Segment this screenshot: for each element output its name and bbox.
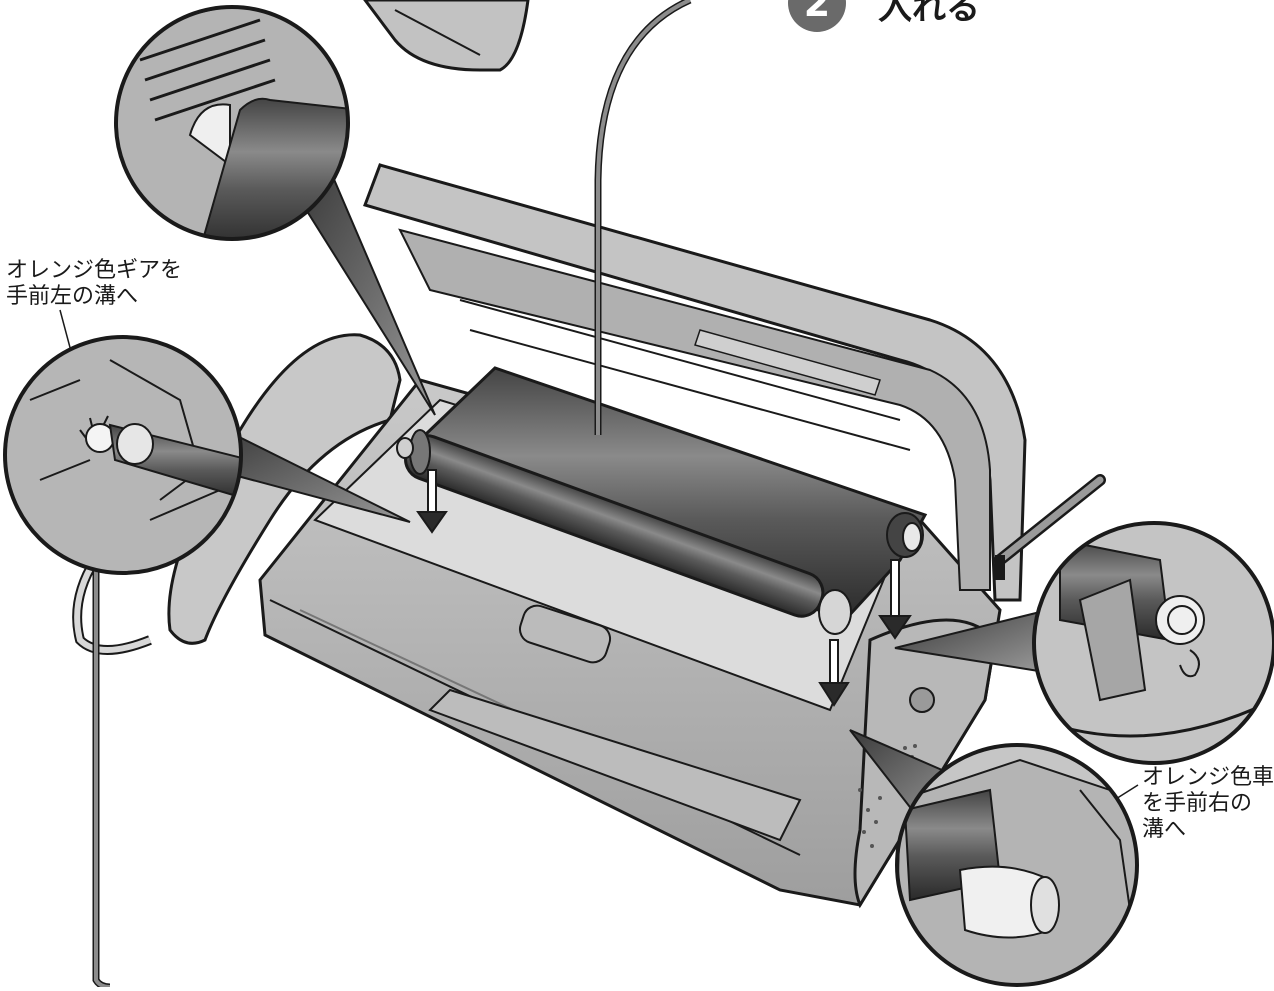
callout-right-line3: 溝へ	[1142, 817, 1187, 842]
arrow-right-down-icon	[878, 559, 912, 640]
zoom-detail-right	[1032, 521, 1274, 765]
ink-film-roll	[396, 366, 928, 635]
arrow-left-down-icon	[416, 469, 448, 534]
zoom-detail-left-gear	[3, 335, 243, 575]
arrow-right-front-down-icon	[818, 639, 850, 707]
callout-left-gear: オレンジ色ギアを 手前左の溝へ	[6, 258, 182, 310]
open-lid	[363, 163, 1027, 602]
callout-right-gear: オレンジ色車 を手前右の 溝へ	[1142, 765, 1274, 843]
insert-arrows	[416, 469, 912, 707]
callout-left-line2: 手前左の溝へ	[6, 284, 139, 309]
previous-step-fragment	[363, 0, 530, 72]
step-title: 入れる	[878, 0, 980, 28]
callout-right-line1: オレンジ色車	[1142, 765, 1274, 790]
side-stand	[994, 474, 1106, 580]
zoom-detail-top-left	[114, 5, 350, 241]
zoom-detail-bottom-right	[895, 743, 1139, 987]
callout-left-line1: オレンジ色ギアを	[6, 258, 183, 283]
handset-cord	[72, 557, 152, 655]
callout-right-line2: を手前右の	[1142, 791, 1253, 816]
